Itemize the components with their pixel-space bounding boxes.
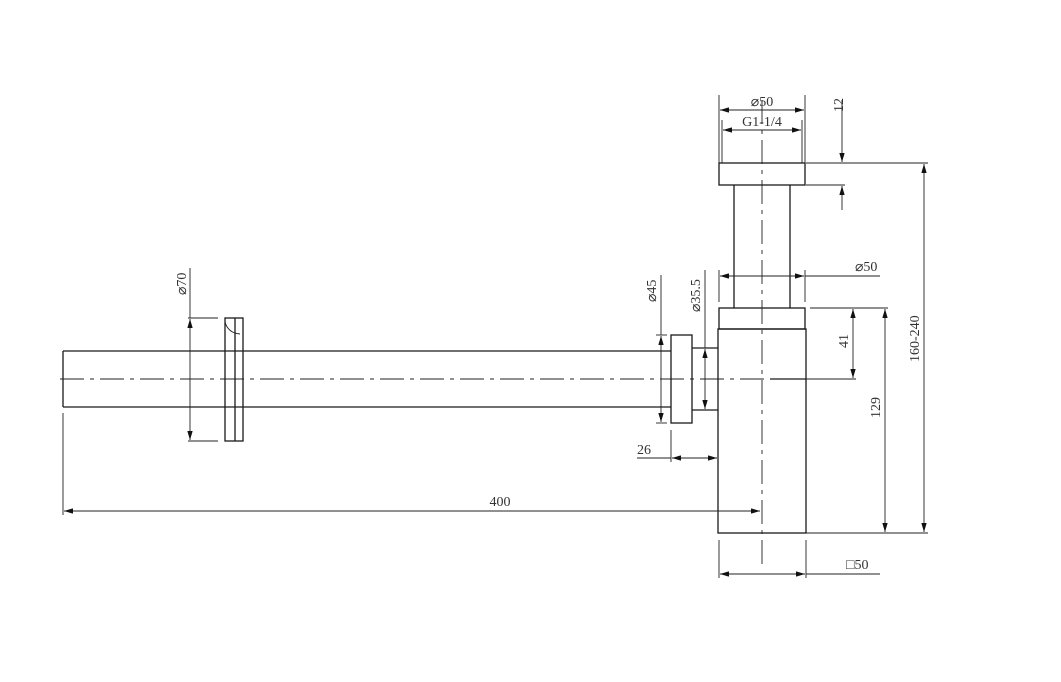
dim-nut-offset: 26 <box>637 430 717 462</box>
svg-text:⌀35.5: ⌀35.5 <box>689 279 704 312</box>
svg-text:26: 26 <box>637 443 651 458</box>
svg-text:129: 129 <box>869 397 884 418</box>
dim-inlet-to-center: 41 <box>806 307 888 380</box>
slip-nut <box>670 334 693 424</box>
dim-nut-diameter: ⌀45 <box>645 275 667 424</box>
svg-text:⌀70: ⌀70 <box>175 273 190 295</box>
svg-text:400: 400 <box>490 495 511 510</box>
dim-cap-height: 12 <box>806 98 928 210</box>
svg-text:⌀45: ⌀45 <box>645 280 660 302</box>
dim-thread: G1-1/4 <box>721 115 803 163</box>
dim-tube-diameter: ⌀50 <box>718 260 880 302</box>
dim-flange-diameter: ⌀70 <box>175 268 218 442</box>
dim-center-to-bottom: 129 <box>869 309 888 532</box>
dim-top-diameter: ⌀50 <box>718 95 806 163</box>
svg-text:12: 12 <box>832 98 847 112</box>
svg-text:160-240: 160-240 <box>908 315 923 362</box>
svg-text:□50: □50 <box>846 558 868 573</box>
svg-text:⌀50: ⌀50 <box>751 95 773 110</box>
dim-pipe-diameter: ⌀35.5 <box>689 270 708 409</box>
wall-flange <box>224 317 244 442</box>
dim-total-height: 160-240 <box>806 164 928 534</box>
svg-text:G1-1/4: G1-1/4 <box>742 115 782 130</box>
dim-pipe-length: 400 <box>62 413 760 515</box>
svg-text:41: 41 <box>837 334 852 348</box>
dim-body-square: □50 <box>718 540 880 578</box>
svg-text:⌀50: ⌀50 <box>855 260 877 275</box>
